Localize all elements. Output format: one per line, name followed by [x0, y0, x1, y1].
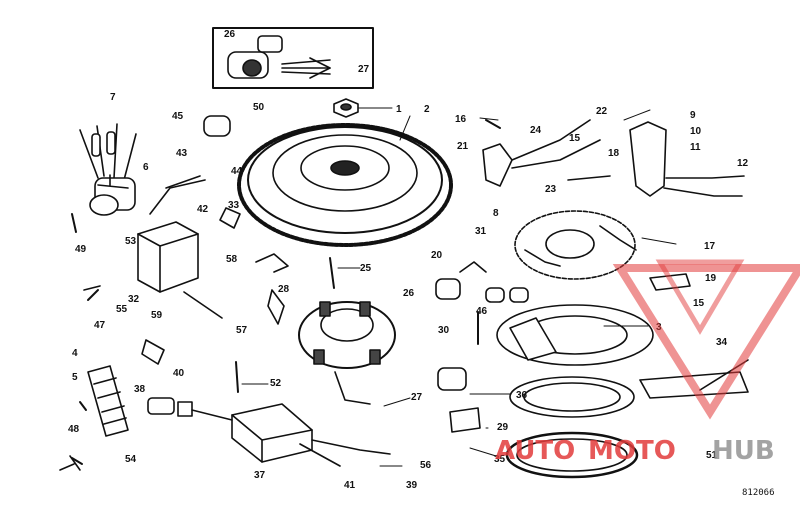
callout-number: 58 [226, 254, 238, 265]
callout-number: 22 [596, 106, 608, 117]
stator [298, 301, 396, 405]
leader-lines [241, 107, 677, 467]
callout-number: 20 [431, 250, 443, 261]
drawing-number: 812066 [742, 488, 775, 498]
callout-number: 16 [455, 114, 467, 125]
callout-number: 32 [128, 294, 140, 305]
terminal-block [87, 365, 129, 437]
watermark-moto: MOTO [588, 436, 676, 466]
callout-number: 56 [420, 460, 432, 471]
callout-number: 49 [75, 244, 87, 255]
callout-number: 41 [344, 480, 356, 491]
callout-number: 26 [403, 288, 415, 299]
power-pack [137, 179, 206, 293]
callout-number: 12 [737, 158, 749, 169]
callout-number: 46 [476, 306, 488, 317]
callout-number: 30 [438, 325, 450, 336]
coil-assembly [89, 174, 136, 216]
seal-rings [505, 376, 639, 479]
callout-number: 52 [270, 378, 282, 389]
callout-number: 31 [475, 226, 487, 237]
callout-number: 54 [125, 454, 137, 465]
callout-number: 21 [457, 141, 469, 152]
parts-drawing [59, 27, 749, 479]
callout-number: 1 [396, 104, 402, 115]
watermark-hub: HUB [712, 436, 775, 466]
rectifier [231, 403, 313, 463]
callout-number: 11 [690, 142, 701, 153]
callout-number: 37 [254, 470, 266, 481]
callout-number: 53 [125, 236, 137, 247]
callout-number: 47 [94, 320, 106, 331]
inset-box [212, 27, 374, 89]
callout-number: 15 [569, 133, 581, 144]
callout-number: 45 [172, 111, 184, 122]
callout-number: 51 [706, 450, 718, 461]
callout-number: 27 [358, 64, 370, 75]
callout-number: 33 [228, 200, 240, 211]
callout-number: 7 [110, 92, 116, 103]
callout-number: 43 [176, 148, 188, 159]
callout-number: 55 [116, 304, 128, 315]
screws [71, 119, 501, 465]
watermark-logo: AUTO MOTO HUB [495, 259, 800, 466]
callout-number: 8 [493, 208, 499, 219]
callout-number: 26 [224, 29, 236, 40]
callout-number: 57 [236, 325, 248, 336]
callout-number: 23 [545, 184, 557, 195]
callout-number: 29 [497, 422, 509, 433]
callout-number: 17 [704, 241, 716, 252]
callout-number: 39 [406, 480, 418, 491]
callout-number: 24 [530, 125, 542, 136]
callout-number: 38 [134, 384, 146, 395]
callout-number: 35 [494, 454, 506, 465]
callout-number: 2 [424, 104, 430, 115]
callout-number: 36 [516, 390, 528, 401]
callout-number: 4 [72, 348, 78, 359]
callout-number: 5 [72, 372, 78, 383]
callout-number: 9 [690, 110, 696, 121]
flywheel-nut [333, 98, 359, 118]
callout-number: 15 [693, 298, 705, 309]
callout-number: 34 [716, 337, 728, 348]
rectifier-wiring [147, 397, 391, 467]
callout-number: 59 [151, 310, 163, 321]
callout-number: 42 [197, 204, 209, 215]
flywheel [237, 123, 453, 247]
callout-number: 25 [360, 263, 372, 274]
trigger-assembly [482, 119, 601, 187]
callout-number: 28 [278, 284, 290, 295]
callout-number: 19 [705, 273, 717, 284]
callout-number: 6 [143, 162, 149, 173]
watermark-auto: AUTO [495, 436, 575, 466]
callout-number: 48 [68, 424, 80, 435]
callout-number: 18 [608, 148, 620, 159]
spark-plug-leads [79, 123, 137, 181]
timer-base [514, 210, 637, 280]
small-parts [59, 115, 745, 471]
callout-number: 10 [690, 126, 702, 137]
callout-number: 27 [411, 392, 423, 403]
callout-number: 50 [253, 102, 265, 113]
callout-number: 44 [231, 166, 243, 177]
callout-number: 40 [173, 368, 185, 379]
